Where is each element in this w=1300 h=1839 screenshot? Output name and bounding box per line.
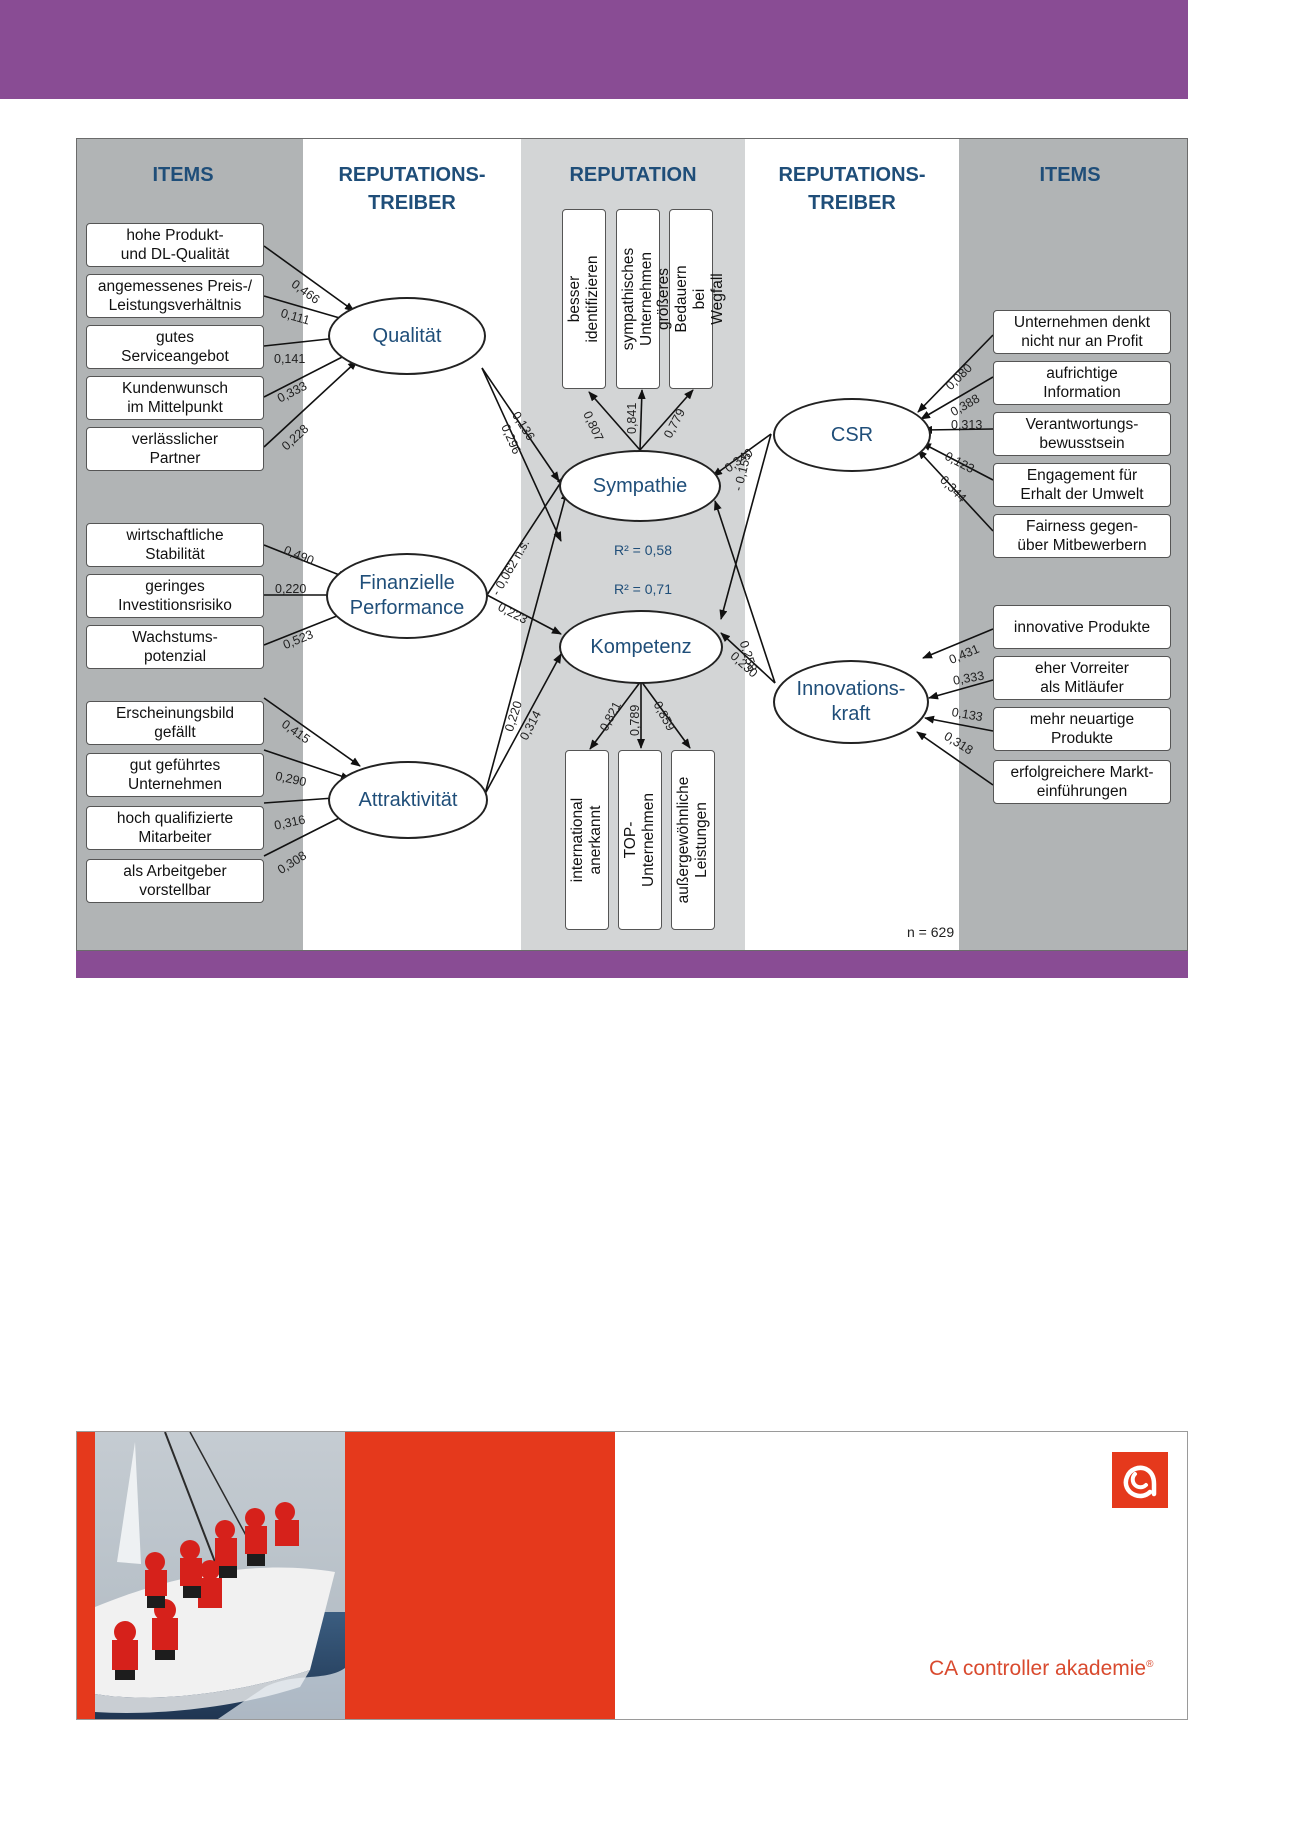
kompetenz-item-label: außergewöhnliche Leistungen	[675, 776, 710, 904]
figure-bottom-bar	[76, 951, 1188, 978]
coefficient-label: 0,789	[628, 704, 642, 736]
header-items-right: ITEMS	[1039, 164, 1101, 186]
item-box-left: verlässlicher Partner	[86, 427, 264, 471]
brand-wordmark: CA controller akademie®	[929, 1657, 1153, 1681]
kompetenz-item-box: außergewöhnliche Leistungen	[671, 750, 715, 930]
path-arrows	[263, 245, 994, 857]
item-box-right: Engagement für Erhalt der Umwelt	[993, 463, 1171, 507]
sample-size: n = 629	[907, 924, 955, 940]
header-drivers-right: REPUTATIONS- TREIBER	[778, 164, 926, 214]
item-box-left: Erscheinungsbild gefällt	[86, 701, 264, 745]
item-box-right: Fairness gegen- über Mitbewerbern	[993, 514, 1171, 558]
item-box-left: geringes Investitionsrisiko	[86, 574, 264, 618]
item-box-left: wirtschaftliche Stabilität	[86, 523, 264, 567]
sympathie-item-box: größeres Bedauern bei Wegfall	[655, 209, 726, 389]
band-drivers-right	[745, 139, 959, 950]
item-box-right: eher Vorreiter als Mitläufer	[993, 656, 1171, 700]
item-box-left: Wachstums- potenzial	[86, 625, 264, 669]
ad-red-accent	[77, 1452, 95, 1507]
item-box-left: hoch qualifizierte Mitarbeiter	[86, 806, 264, 850]
registered-mark: ®	[1146, 1659, 1154, 1670]
construct-qualitaet: Qualität	[328, 297, 486, 375]
item-box-right: innovative Produkte	[993, 605, 1171, 649]
coefficient-label: 0,313	[951, 418, 983, 432]
item-box-left: Kundenwunsch im Mittelpunkt	[86, 376, 264, 420]
kompetenz-item-label: international anerkannt	[569, 797, 604, 883]
construct-innovationskraft: Innovations- kraft	[773, 660, 929, 744]
item-box-right: Verantwortungs- bewusstsein	[993, 412, 1171, 456]
item-box-left: als Arbeitgeber vorstellbar	[86, 859, 264, 903]
top-color-bar	[0, 0, 1188, 99]
coefficient-label: 0,141	[274, 352, 306, 366]
reputation-model-diagram: ITEMS REPUTATIONS- TREIBER REPUTATION RE…	[76, 138, 1188, 951]
construct-kompetenz: Kompetenz	[559, 610, 723, 684]
ca-logo-icon	[1112, 1452, 1168, 1508]
item-box-left: hohe Produkt- und DL-Qualität	[86, 223, 264, 267]
construct-finanzielle-performance: Finanzielle Performance	[326, 553, 488, 639]
construct-sympathie: Sympathie	[559, 450, 721, 522]
construct-attraktivitaet: Attraktivität	[328, 761, 488, 839]
construct-csr: CSR	[773, 398, 931, 472]
item-box-left: gut geführtes Unternehmen	[86, 753, 264, 797]
coefficient-label: 0,220	[275, 582, 307, 596]
item-box-right: Unternehmen denkt nicht nur an Profit	[993, 310, 1171, 354]
kompetenz-item-box: TOP- Unternehmen	[618, 750, 662, 930]
brand-name: CA controller akademie	[929, 1657, 1147, 1680]
sailing-photo	[95, 1432, 345, 1719]
coefficient-label: 0,841	[625, 402, 639, 434]
item-box-left: angemessenes Preis-/ Leistungsverhältnis	[86, 274, 264, 318]
sympathie-item-label: besser identifizieren	[566, 255, 601, 343]
header-drivers-left: REPUTATIONS- TREIBER	[338, 164, 486, 214]
item-box-left: gutes Serviceangebot	[86, 325, 264, 369]
r-squared-sympathie: R² = 0,58	[614, 542, 672, 558]
kompetenz-item-label: TOP- Unternehmen	[622, 793, 657, 887]
sympathie-item-box: besser identifizieren	[562, 209, 606, 389]
item-box-right: erfolgreichere Markt- einführungen	[993, 760, 1171, 804]
advertisement: CA controller akademie®	[76, 1431, 1188, 1720]
header-reputation: REPUTATION	[569, 164, 697, 186]
r-squared-kompetenz: R² = 0,71	[614, 581, 672, 597]
item-box-right: aufrichtige Information	[993, 361, 1171, 405]
kompetenz-item-box: international anerkannt	[565, 750, 609, 930]
sympathie-item-box: sympathisches Unternehmen	[616, 209, 660, 389]
sympathie-item-label: größeres Bedauern bei Wegfall	[655, 265, 726, 333]
sympathie-item-label: sympathisches Unternehmen	[620, 247, 655, 351]
item-box-right: mehr neuartige Produkte	[993, 707, 1171, 751]
header-items-left: ITEMS	[152, 164, 214, 186]
